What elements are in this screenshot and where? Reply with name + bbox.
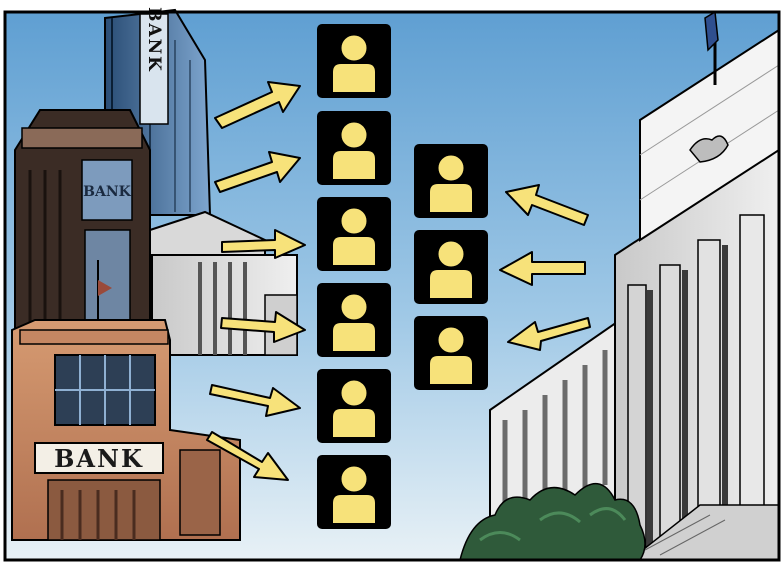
person-icon bbox=[317, 197, 391, 271]
dark-tower-bank: BANK bbox=[15, 110, 150, 340]
front-bank-sign: BANK bbox=[54, 444, 144, 473]
person-icon bbox=[317, 283, 391, 357]
person-icon bbox=[317, 111, 391, 185]
person-icon bbox=[317, 24, 391, 98]
person-icon bbox=[317, 455, 391, 529]
middle-bank-sign: BANK bbox=[83, 184, 131, 200]
person-icon bbox=[414, 230, 488, 304]
person-icon bbox=[317, 369, 391, 443]
person-icon bbox=[414, 316, 488, 390]
right-people-column bbox=[414, 144, 488, 390]
person-icon bbox=[414, 144, 488, 218]
caption-strip bbox=[0, 0, 784, 12]
tower-bank-sign: BANK bbox=[144, 7, 164, 73]
